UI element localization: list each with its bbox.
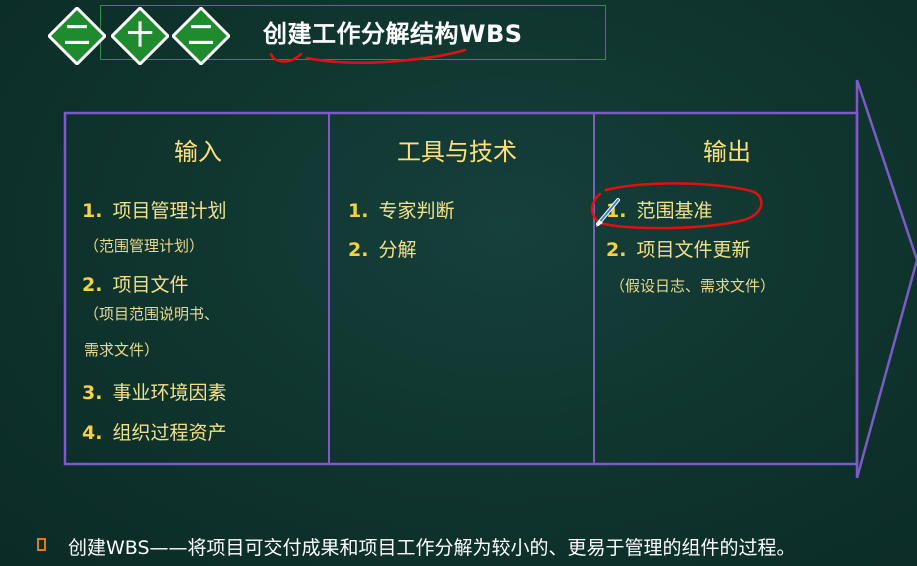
diamond-badge-2: 十	[111, 7, 169, 65]
input-item-3: 3. 事业环境因素	[82, 378, 226, 405]
page-title: 创建工作分解结构WBS	[263, 20, 523, 48]
diamond-badge-1: 二	[48, 7, 106, 65]
column-title-tools: 工具与技术	[397, 138, 517, 166]
input-item-3-label: 事业环境因素	[112, 382, 227, 404]
input-item-2-number: 2.	[82, 274, 103, 296]
diamond-label-1: 二	[63, 21, 90, 51]
input-item-4-label: 组织过程资产	[112, 422, 227, 444]
input-item-2: 2. 项目文件	[82, 270, 188, 297]
input-note-3: 需求文件）	[84, 341, 160, 359]
diamond-label-2: 十	[126, 21, 153, 51]
input-item-1: 1. 项目管理计划	[82, 196, 226, 223]
tools-item-2-number: 2.	[348, 239, 369, 261]
bullet-icon	[37, 538, 46, 551]
input-item-3-number: 3.	[82, 382, 103, 404]
output-item-2-label: 项目文件更新	[636, 239, 751, 261]
tools-item-2-label: 分解	[378, 239, 417, 261]
input-item-1-number: 1.	[82, 200, 103, 222]
input-note-1: （范围管理计划）	[84, 237, 205, 255]
input-note-2: （项目范围说明书、	[84, 305, 220, 323]
pen-cursor-icon	[596, 198, 620, 227]
column-title-output: 输出	[703, 138, 751, 166]
tools-item-1-label: 专家判断	[378, 200, 455, 222]
input-item-4: 4. 组织过程资产	[82, 418, 226, 445]
diamond-badge-3: 二	[172, 7, 230, 65]
output-item-2: 2. 项目文件更新	[606, 235, 750, 262]
title-underline-annotation	[269, 48, 467, 65]
tools-item-2: 2. 分解	[348, 235, 416, 262]
footer-definition: 创建WBS——将项目可交付成果和项目工作分解为较小的、更易于管理的组件的过程。	[68, 537, 796, 559]
output-item-1-label: 范围基准	[636, 200, 713, 222]
input-item-1-label: 项目管理计划	[112, 200, 227, 222]
tools-item-1-number: 1.	[348, 200, 369, 222]
input-item-2-label: 项目文件	[112, 274, 189, 296]
column-title-input: 输入	[174, 138, 222, 166]
tools-item-1: 1. 专家判断	[348, 196, 454, 223]
output-note-1: （假设日志、需求文件）	[610, 277, 776, 295]
output-item-2-number: 2.	[606, 239, 627, 261]
input-item-4-number: 4.	[82, 422, 103, 444]
diamond-label-3: 二	[187, 21, 214, 51]
